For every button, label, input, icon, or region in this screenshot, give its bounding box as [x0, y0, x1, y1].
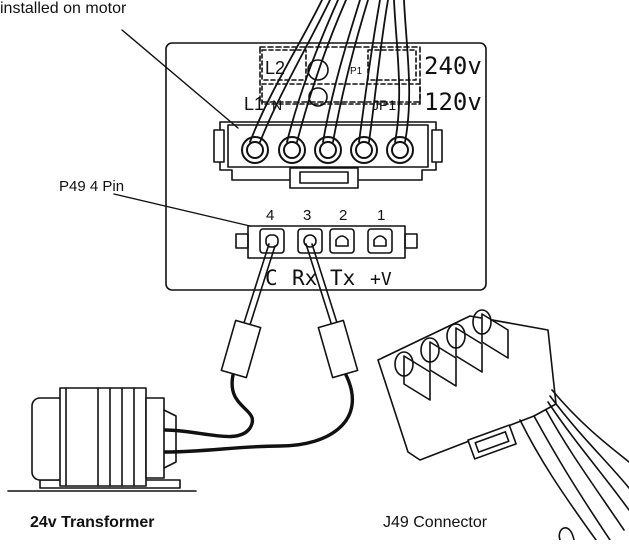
lead-common [163, 373, 254, 439]
installed-on-motor-label: installed on motor [0, 0, 127, 17]
line-voltage-wire-bundle [249, 0, 411, 143]
pin-signal-v: +V [370, 269, 392, 290]
pin-number-4: 4 [266, 207, 274, 224]
terminal-label-l2: L2 [265, 58, 285, 78]
pin-number-1: 1 [377, 207, 385, 224]
line-voltage-terminal-block [259, 46, 421, 103]
p49-pin-2 [329, 228, 355, 254]
voltage-label-240v: 240v [424, 52, 482, 80]
main-connector-terminals [241, 136, 414, 164]
p49-pin-1 [367, 228, 393, 254]
p49-pin-label: P49 4 Pin [59, 178, 125, 195]
transformer-24v [7, 387, 197, 492]
lead-rx [163, 373, 354, 454]
probe-right [317, 319, 359, 379]
terminal-label-jp1: JP1 [372, 97, 396, 113]
pin-number-2: 2 [339, 207, 347, 224]
terminal-label-p1: P1 [350, 66, 363, 77]
terminal-label-n: N [272, 97, 282, 113]
pin-signal-c: C [265, 266, 278, 290]
pin-signal-tx: Tx [330, 266, 355, 290]
pin-number-3: 3 [303, 207, 311, 224]
p49-pin-3 [297, 228, 323, 254]
j49-connector-label: J49 Connector [383, 514, 488, 531]
pin-signal-rx: Rx [292, 266, 317, 290]
transformer-label: 24v Transformer [30, 514, 155, 531]
test-leads [220, 243, 359, 379]
p49-leader [113, 193, 251, 227]
installed-on-motor-leader [121, 29, 239, 129]
j49-connector [377, 309, 629, 541]
voltage-label-120v: 120v [424, 88, 482, 116]
probe-left [220, 319, 262, 379]
terminal-label-l1: L1 [244, 94, 264, 114]
